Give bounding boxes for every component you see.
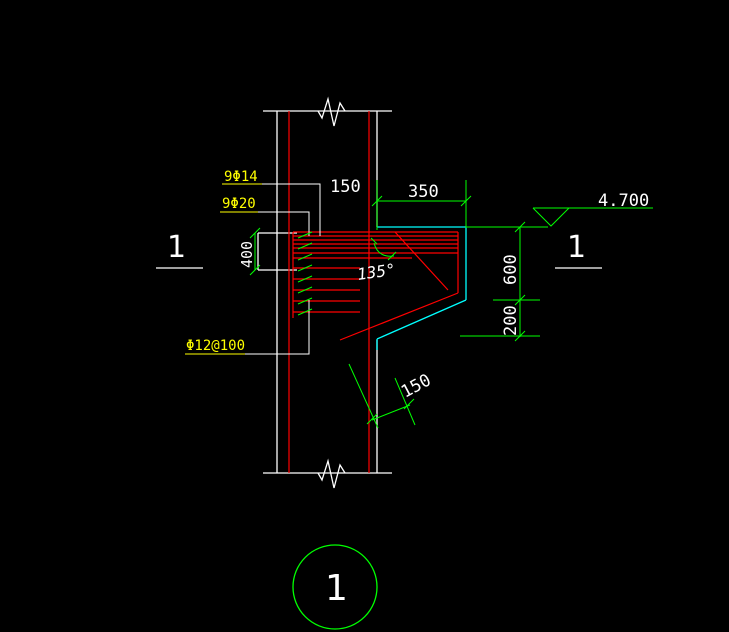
dimensions [249,180,653,429]
rebar [288,111,459,473]
dimension-150-top: 150 [330,177,361,197]
section-number-left: 1 [167,230,186,265]
dimension-350: 350 [408,182,439,202]
elevation-label: 4.700 [598,191,649,211]
bar-label-9phi14: 9Φ14 [224,169,258,185]
stirrup-label: Φ12@100 [186,338,245,354]
bar-label-9phi20: 9Φ20 [222,196,256,212]
break-line-bottom [317,458,346,489]
section-number-right: 1 [567,230,586,265]
dimension-200: 200 [501,305,521,336]
dimension-400: 400 [238,241,256,268]
column-outline [257,96,392,489]
detail-number: 1 [325,568,348,609]
corbel-outline [376,226,467,350]
detail-bubble [292,544,378,630]
dimension-600: 600 [501,254,521,285]
angle-label: 135° [356,260,397,284]
leaders [185,183,321,355]
break-line-top [317,96,346,127]
